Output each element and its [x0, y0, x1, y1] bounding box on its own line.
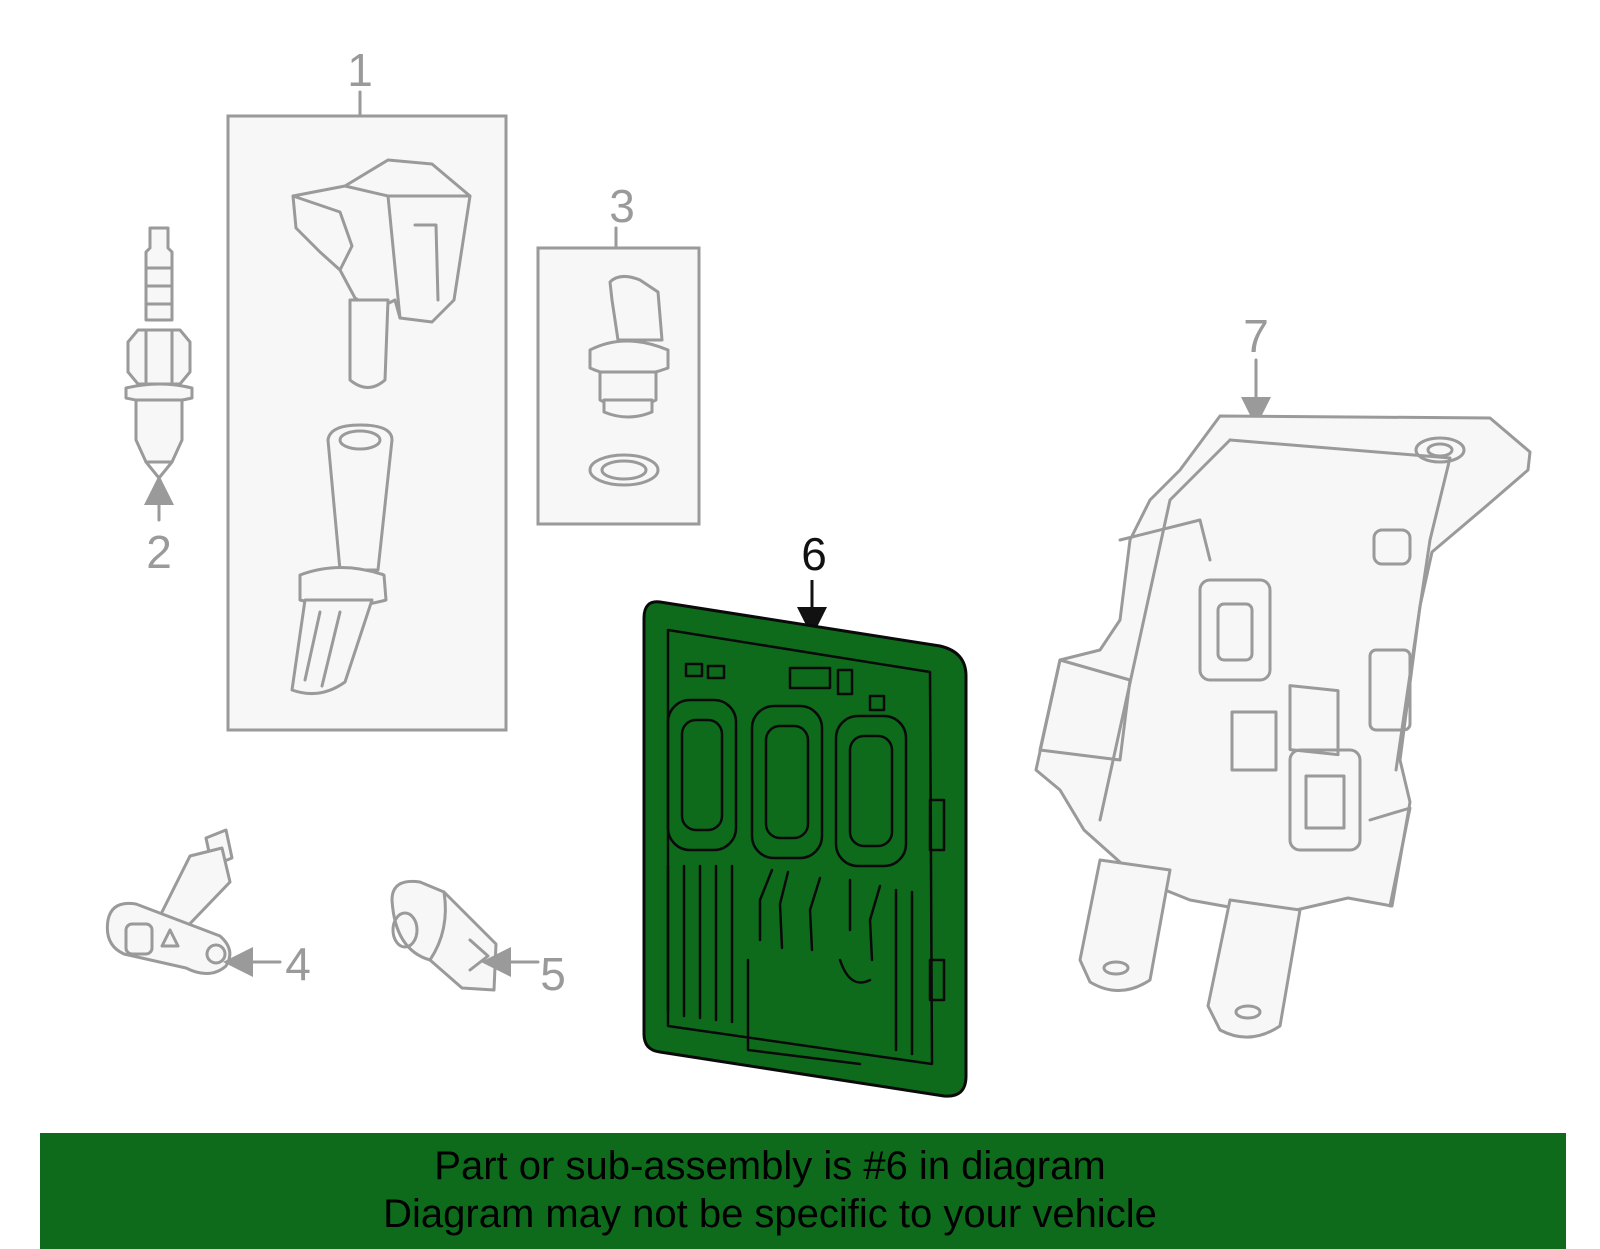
ignition-coil-icon	[290, 158, 472, 696]
callout-2: 2	[146, 526, 172, 578]
callout-3: 3	[609, 180, 635, 232]
callout-7: 7	[1243, 310, 1269, 362]
part-2-spark-plug[interactable]: 2	[124, 226, 194, 578]
knock-sensor-icon	[390, 879, 498, 992]
part-3-sensor[interactable]: 3	[536, 180, 701, 526]
part-4-position-sensor[interactable]: 4	[105, 828, 311, 990]
part-6-engine-control-module[interactable]: 6	[642, 528, 968, 1098]
part-5-knock-sensor[interactable]: 5	[390, 879, 566, 1000]
part-7-bracket[interactable]: 7	[1034, 310, 1532, 1039]
mounting-bracket-icon	[1034, 414, 1532, 1039]
sensor-with-o-ring-icon	[588, 275, 670, 487]
callout-5: 5	[540, 948, 566, 1000]
spark-plug-icon	[124, 226, 194, 480]
banner-line-disclaimer: Diagram may not be specific to your vehi…	[383, 1192, 1157, 1236]
callout-1: 1	[347, 44, 373, 96]
part-1-ignition-coil[interactable]: 1	[226, 44, 508, 732]
banner-line-part-number: Part or sub-assembly is #6 in diagram	[434, 1144, 1106, 1188]
info-banner: Part or sub-assembly is #6 in diagram Di…	[40, 1133, 1566, 1249]
engine-control-module-icon	[642, 600, 968, 1098]
callout-6: 6	[801, 528, 827, 580]
position-sensor-icon	[105, 828, 234, 975]
callout-4: 4	[285, 938, 311, 990]
